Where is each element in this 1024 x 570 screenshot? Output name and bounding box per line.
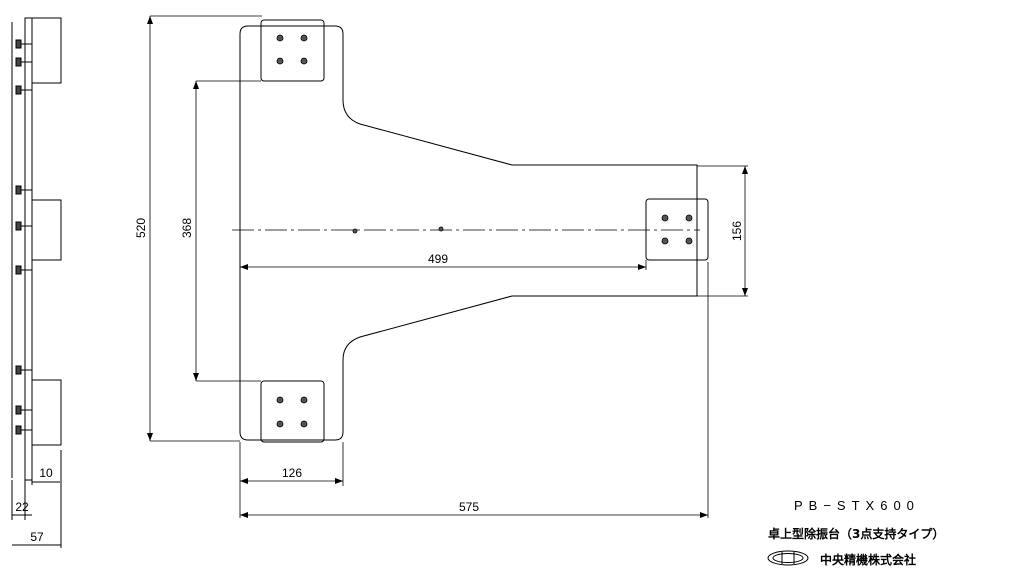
model-number: PB−STX600 — [794, 498, 920, 513]
dim-pad-spacing: 368 — [180, 218, 194, 238]
company-logo-icon — [767, 550, 809, 566]
company-name: 中央精機株式会社 — [820, 553, 917, 567]
side-dim-lines — [11, 450, 62, 548]
dim-side-10: 10 — [39, 466, 53, 480]
dim-pad-width: 126 — [282, 466, 302, 480]
product-description: 卓上型除振台（3点支持タイプ） — [768, 527, 945, 541]
side-view — [11, 17, 62, 548]
screw-holes — [276, 34, 693, 428]
dim-right-pad-width: 156 — [730, 221, 744, 241]
side-view-bolts — [15, 39, 32, 435]
base-plate-outline — [239, 25, 698, 441]
dim-overall-height: 520 — [134, 218, 148, 238]
dim-overall-length: 575 — [459, 500, 479, 514]
dim-center-distance: 499 — [428, 252, 448, 266]
dimension-lines — [149, 15, 748, 518]
dim-side-22: 22 — [15, 500, 29, 514]
pad-top — [260, 19, 325, 82]
pad-bottom — [260, 380, 325, 443]
dim-side-57: 57 — [30, 530, 44, 544]
pad-right — [645, 198, 709, 261]
arrowheads — [147, 16, 748, 518]
